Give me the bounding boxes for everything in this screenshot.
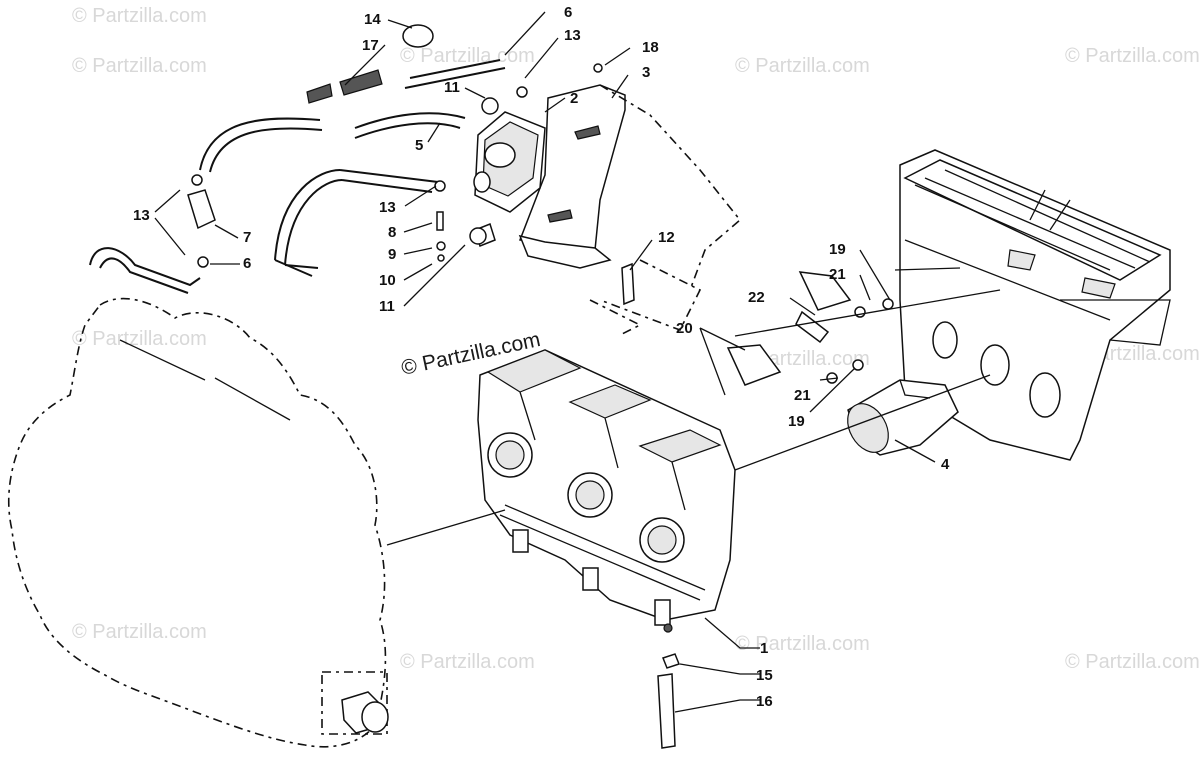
callout-9: 9 — [388, 246, 396, 263]
engine-outline — [7, 297, 389, 748]
callout-13: 13 — [133, 207, 150, 224]
callout-19: 19 — [788, 413, 805, 430]
callout-6: 6 — [564, 4, 572, 21]
callout-21: 21 — [794, 387, 811, 404]
callout-12: 12 — [658, 229, 675, 246]
callout-18: 18 — [642, 39, 659, 56]
watermark: © Partzilla.com — [1065, 651, 1200, 673]
callout-10: 10 — [379, 272, 396, 289]
callout-13: 13 — [564, 27, 581, 44]
watermark: © Partzilla.com — [735, 55, 870, 77]
airbox — [899, 149, 1171, 461]
callout-11: 11 — [379, 298, 395, 315]
callout-5: 5 — [415, 137, 423, 154]
callout-7: 7 — [243, 229, 251, 246]
callout-1: 1 — [760, 640, 768, 657]
watermark: © Partzilla.com — [72, 5, 207, 27]
callout-13: 13 — [379, 199, 396, 216]
fuel-lines — [89, 59, 506, 294]
watermark: © Partzilla.com — [72, 328, 207, 350]
callout-15: 15 — [756, 667, 773, 684]
watermark: © Partzilla.com — [1065, 45, 1200, 67]
callout-6: 6 — [243, 255, 251, 272]
fuel-pump-assembly — [473, 84, 742, 336]
hardware-parts — [187, 24, 894, 749]
callout-4: 4 — [941, 456, 950, 473]
callout-22: 22 — [748, 289, 765, 306]
callout-3: 3 — [642, 64, 650, 81]
watermark: © Partzilla.com — [72, 55, 207, 77]
watermark: © Partzilla.com — [72, 621, 207, 643]
watermark: © Partzilla.com — [400, 651, 535, 673]
callout-labels: 14 6 17 13 18 3 11 2 5 13 7 13 8 9 10 11… — [133, 4, 950, 710]
leader-lines — [154, 11, 1001, 713]
callout-2: 2 — [570, 90, 578, 107]
callout-11: 11 — [444, 79, 460, 96]
callout-21: 21 — [829, 266, 846, 283]
intake-boot — [847, 379, 959, 456]
watermark: © Partzilla.com — [400, 45, 535, 67]
callout-16: 16 — [756, 693, 773, 710]
callout-20: 20 — [676, 320, 693, 337]
callout-17: 17 — [362, 37, 379, 54]
callout-19: 19 — [829, 241, 846, 258]
carburetor-assembly — [477, 349, 736, 633]
callout-14: 14 — [364, 11, 381, 28]
callout-8: 8 — [388, 224, 396, 241]
watermark: © Partzilla.com — [735, 633, 870, 655]
